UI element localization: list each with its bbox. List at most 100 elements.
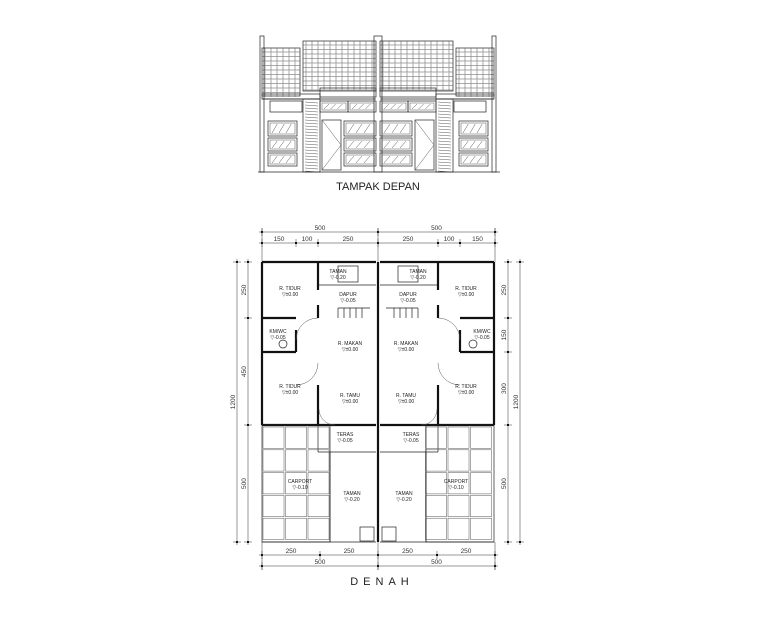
carport-tile xyxy=(307,472,330,495)
dim-right-label: 150 xyxy=(501,329,508,340)
window xyxy=(267,120,298,137)
carport-tile xyxy=(262,517,285,540)
glass-hatch xyxy=(278,140,285,149)
carport-tile xyxy=(470,495,492,517)
plan-title: DENAH xyxy=(350,576,414,588)
dim-left-label: 500 xyxy=(241,478,248,489)
stone-texture xyxy=(304,104,319,107)
room-level: ▽-0.20 xyxy=(396,497,411,503)
dim-dot xyxy=(247,317,249,319)
window-pane xyxy=(460,122,487,135)
room-level: ▽-0.10 xyxy=(448,485,463,491)
stone-texture xyxy=(437,164,452,167)
glass-hatch xyxy=(469,123,476,134)
glass-hatch xyxy=(391,140,399,149)
dim-right-label: 300 xyxy=(501,383,508,394)
window-pane xyxy=(460,154,487,165)
stone-texture xyxy=(437,137,452,140)
stone-texture xyxy=(437,107,452,110)
glass-hatch xyxy=(462,155,469,164)
room-name: KM/WC xyxy=(269,329,287,335)
vent-panel xyxy=(269,100,303,113)
room-name: R. TIDUR xyxy=(279,286,301,292)
carport-tile xyxy=(470,426,492,449)
glass-hatch xyxy=(383,103,390,110)
glass-hatch xyxy=(390,103,396,110)
carport-tile xyxy=(307,495,330,517)
door xyxy=(414,119,435,171)
stone-texture xyxy=(437,140,452,143)
glass-hatch xyxy=(476,123,483,134)
glass-hatch xyxy=(391,155,399,164)
carport-tile xyxy=(262,472,285,495)
glass-hatch xyxy=(399,123,407,134)
carport-tile xyxy=(307,426,330,449)
roof-side xyxy=(455,47,495,97)
stone-texture xyxy=(304,164,319,167)
stone-texture xyxy=(437,113,452,116)
dim-dot xyxy=(236,541,238,543)
room-level: ▽-0.05 xyxy=(337,438,352,444)
sink-box xyxy=(337,265,359,283)
elevation-title: TAMPAK DEPAN xyxy=(336,181,420,193)
room-name: TAMAN xyxy=(395,491,413,497)
stone-texture xyxy=(304,161,319,164)
stone-texture xyxy=(437,146,452,149)
carport-tile xyxy=(470,517,492,540)
stone-texture xyxy=(304,137,319,140)
room-level: ▽-0.20 xyxy=(330,275,345,281)
dim-bottom-label: 250 xyxy=(461,548,472,555)
glass-hatch xyxy=(383,123,391,134)
glass-hatch xyxy=(285,140,292,149)
fascia-main xyxy=(319,87,377,98)
room-name: R. TAMU xyxy=(340,393,360,399)
dim-dot xyxy=(507,261,509,263)
glass-hatch xyxy=(391,123,399,134)
door xyxy=(321,119,342,171)
transom-window-pane xyxy=(381,102,407,111)
room-level: ▽±0.00 xyxy=(342,399,359,405)
dim-dot xyxy=(247,424,249,426)
stone-texture xyxy=(304,101,319,104)
stone-texture xyxy=(437,158,452,161)
glass-hatch xyxy=(271,140,278,149)
dim-dot xyxy=(247,261,249,263)
dim-dot xyxy=(507,424,509,426)
dim-bottom-label: 250 xyxy=(286,548,297,555)
carport-tile xyxy=(285,517,307,540)
stone-texture xyxy=(304,143,319,146)
carport-tile xyxy=(447,495,470,517)
glass-hatch xyxy=(358,103,364,110)
door-window xyxy=(379,152,413,167)
stone-texture xyxy=(437,101,452,104)
glass-hatch xyxy=(351,103,358,110)
room-level: ▽±0.00 xyxy=(398,399,415,405)
glass-hatch xyxy=(285,155,292,164)
glass-hatch xyxy=(363,140,371,149)
door-arc xyxy=(420,408,438,426)
dim-top-total-label: 500 xyxy=(431,225,442,232)
room-level: ▽±0.00 xyxy=(458,292,475,298)
carport-tile xyxy=(447,449,470,472)
window xyxy=(458,152,489,167)
stone-texture xyxy=(304,134,319,137)
stone-texture xyxy=(437,161,452,164)
stone-texture xyxy=(437,149,452,152)
dim-dot xyxy=(437,242,439,244)
gate-post xyxy=(359,526,375,542)
transom-window xyxy=(407,100,437,113)
dim-top-label: 100 xyxy=(302,236,313,243)
stone-texture xyxy=(304,125,319,128)
glass-hatch xyxy=(462,140,469,149)
dim-top-label: 250 xyxy=(343,236,354,243)
room-level: ▽-0.05 xyxy=(403,438,418,444)
glass-hatch xyxy=(399,155,407,164)
dim-right-total-label: 1200 xyxy=(513,394,520,409)
stone-texture xyxy=(437,122,452,125)
carport-tile xyxy=(425,449,447,472)
carport-tile xyxy=(425,495,447,517)
dim-right-label: 500 xyxy=(501,478,508,489)
stone-texture xyxy=(437,128,452,131)
dim-dot xyxy=(519,541,521,543)
